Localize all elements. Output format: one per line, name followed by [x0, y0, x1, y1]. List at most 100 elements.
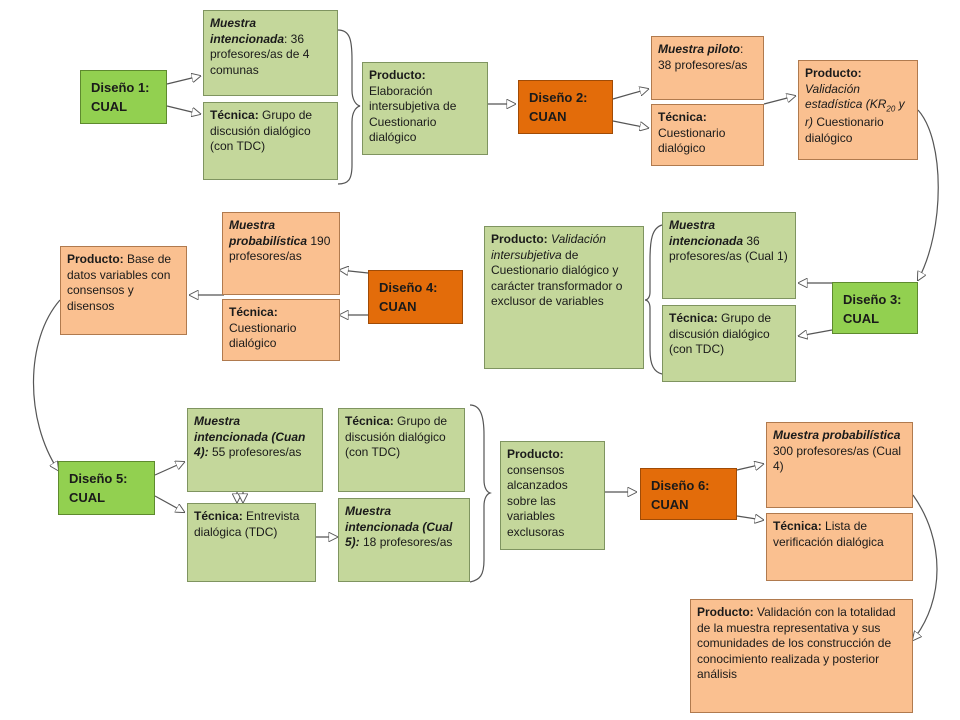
producto-3-label: Producto: [491, 232, 548, 246]
brace-3 [644, 224, 663, 375]
diseno-4-title: Diseño 4: [379, 280, 438, 295]
muestra-4-label: Muestra probabilística [229, 218, 308, 248]
muestra-1-box: Muestra intencionada: 36 profesores/as d… [203, 10, 338, 96]
producto-3-text: de Cuestionario dialógico y carácter tra… [491, 247, 623, 309]
tecnica-4-box: Técnica: Cuestionario dialógico [222, 299, 340, 361]
diseno-5-type: CUAL [69, 489, 106, 505]
muestra-6-box: Muestra probabilística 300 profesores/as… [766, 422, 913, 508]
diseno-6-box: Diseño 6: CUAN [640, 468, 737, 520]
tecnica-6-box: Técnica: Lista de verificación dialógica [766, 513, 913, 581]
muestra-2-box: Muestra piloto: 38 profesores/as [651, 36, 764, 100]
producto-6-text: Validación con la totalidad de la muestr… [697, 605, 896, 682]
tecnica-2-label: Técnica: [658, 110, 707, 124]
diseno-3-box: Diseño 3: CUAL [832, 282, 918, 334]
producto-4-box: Producto: Base de datos variables con co… [60, 246, 187, 335]
brace-1 [337, 29, 361, 185]
producto-5-text: consensos alcanzados sobre las variables… [507, 462, 568, 539]
producto-2-italic2: y r) [805, 97, 905, 129]
tecnica-6-text: Lista de verificación dialógica [773, 519, 884, 549]
muestra-1-text: : 36 profesores/as de 4 comunas [210, 31, 310, 77]
tecnica-1-box: Técnica: Grupo de discusión dialógico (c… [203, 102, 338, 180]
diseno-1-title: Diseño 1: [91, 80, 150, 95]
diseno-4-box: Diseño 4: CUAN [368, 270, 463, 324]
arrow-d6-muestra [736, 464, 763, 471]
curve-t6-p6 [913, 494, 938, 640]
tecnica-2-text: Cuestionario dialógico [658, 125, 726, 156]
diseno-3-title: Diseño 3: [843, 292, 902, 307]
diseno-2-type: CUAN [529, 108, 567, 124]
arrow-t2-p2 [763, 96, 795, 105]
diseno-6-title: Diseño 6: [651, 478, 710, 493]
producto-2-sub: 20 [886, 104, 896, 114]
tecnica-3-label: Técnica: [669, 311, 718, 325]
tecnica-5a-text: Entrevista dialógica (TDC) [194, 509, 300, 539]
muestra-4-text: 190 profesores/as [229, 233, 331, 264]
muestra-5a-label: Muestra intencionada (Cuan 4): [194, 414, 306, 460]
arrow-d6-tecnica [736, 516, 763, 520]
arrow-d3-tecnica [799, 329, 833, 336]
muestra-3-box: Muestra intencionada 36 profesores/as (C… [662, 212, 796, 299]
diseno-1-type: CUAL [91, 98, 128, 114]
tecnica-3-text: Grupo de discusión dialógico (con TDC) [669, 311, 772, 357]
muestra-2-label: Muestra piloto [658, 42, 741, 56]
diseno-6-type: CUAN [651, 496, 689, 512]
muestra-1-label: Muestra intencionada [210, 16, 285, 46]
arrow-d1-muestra [166, 76, 200, 85]
producto-4-label: Producto: [67, 252, 124, 266]
muestra-2-text: : 38 profesores/as [658, 42, 748, 72]
curve-p4-d5 [32, 299, 61, 470]
producto-1-label: Producto: [369, 68, 426, 82]
tecnica-3-box: Técnica: Grupo de discusión dialógico (c… [662, 305, 796, 382]
arrow-d4-muestra [340, 270, 369, 273]
diseno-5-title: Diseño 5: [69, 471, 128, 486]
tecnica-5b-box: Técnica: Grupo de discusión dialógico (c… [338, 408, 465, 492]
muestra-5a-text: 55 profesores/as [208, 445, 302, 460]
producto-3-italic: Validación intersubjetiva [491, 232, 606, 262]
curve-p2-d3 [918, 109, 939, 280]
muestra-5b-text: 18 profesores/as [359, 535, 453, 550]
producto-4-text: Base de datos variables con consensos y … [67, 252, 172, 313]
tecnica-1-text: Grupo de discusión dialógico (con TDC) [210, 108, 313, 154]
muestra-5a-box: Muestra intencionada (Cuan 4): 55 profes… [187, 408, 323, 492]
arrow-d1-tecnica [166, 105, 200, 114]
tecnica-2-box: Técnica: Cuestionario dialógico [651, 104, 764, 166]
tecnica-4-text: Cuestionario dialógico [229, 320, 297, 351]
tecnica-1-label: Técnica: [210, 108, 259, 122]
producto-6-box: Producto: Validación con la totalidad de… [690, 599, 913, 713]
diseno-4-type: CUAN [379, 298, 417, 314]
producto-2-label: Producto: [805, 66, 862, 80]
arrow-d5-tecnica [154, 495, 184, 512]
diseno-2-title: Diseño 2: [529, 90, 588, 105]
diseno-3-type: CUAL [843, 310, 880, 326]
producto-6-label: Producto: [697, 605, 754, 619]
muestra-4-box: Muestra probabilística 190 profesores/as [222, 212, 340, 295]
brace-5 [469, 404, 492, 583]
diseno-5-box: Diseño 5: CUAL [58, 461, 155, 515]
producto-1-text: Elaboración intersubjetiva de Cuestionar… [369, 83, 457, 145]
tecnica-4-label: Técnica: [229, 305, 278, 319]
arrow-d2-muestra [612, 89, 648, 100]
producto-1-box: Producto: Elaboración intersubjetiva de … [362, 62, 488, 155]
producto-5-label: Producto: [507, 447, 564, 461]
tecnica-5a-box: Técnica: Entrevista dialógica (TDC) [187, 503, 316, 582]
diseno-2-box: Diseño 2: CUAN [518, 80, 613, 134]
producto-3-box: Producto: Validación intersubjetiva de C… [484, 226, 644, 369]
muestra-6-label: Muestra probabilística [773, 428, 901, 442]
producto-5-box: Producto: consensos alcanzados sobre las… [500, 441, 605, 550]
tecnica-6-label: Técnica: [773, 519, 822, 533]
tecnica-5a-label: Técnica: [194, 509, 243, 523]
muestra-5b-label: Muestra intencionada (Cual 5): [345, 504, 453, 550]
muestra-3-label: Muestra intencionada [669, 218, 744, 248]
arrow-d2-tecnica [612, 120, 648, 128]
muestra-6-text: 300 profesores/as (Cual 4) [773, 443, 902, 474]
producto-2-box: Producto: Validación estadística (KR20 y… [798, 60, 918, 160]
muestra-5b-box: Muestra intencionada (Cual 5): 18 profes… [338, 498, 470, 582]
tecnica-5b-label: Técnica: [345, 414, 394, 428]
producto-2-italic: Validación estadística (KR [805, 81, 887, 112]
producto-2-text: Cuestionario dialógico [805, 114, 884, 145]
diseno-1-box: Diseño 1: CUAL [80, 70, 167, 124]
muestra-3-text: 36 profesores/as (Cual 1) [669, 233, 788, 264]
tecnica-5b-text: Grupo de discusión dialógico (con TDC) [345, 414, 448, 460]
arrow-d5-muestra [154, 462, 184, 476]
